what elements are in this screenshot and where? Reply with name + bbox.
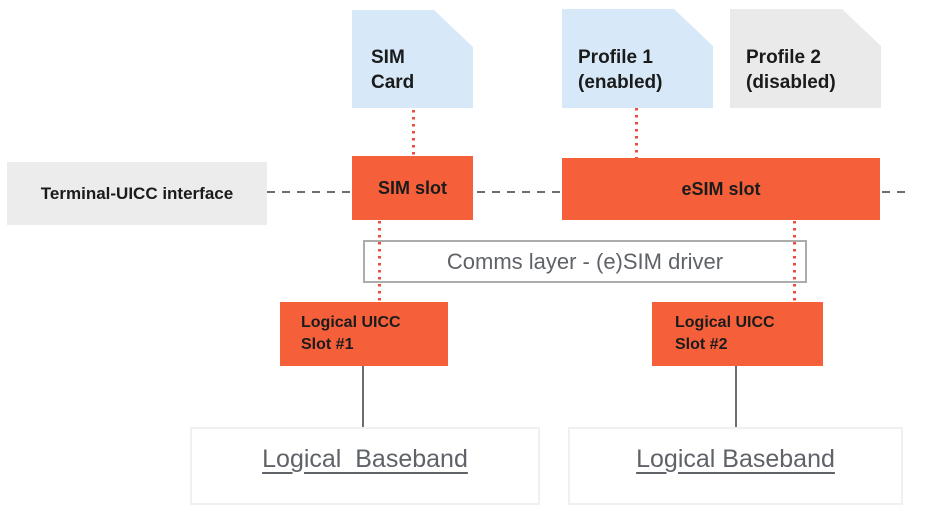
dotted-connector-simcard-to-simslot [412,110,415,156]
terminal-uicc-interface-node: Terminal-UICC interface [7,162,267,225]
sim-card-node: SIM Card [352,10,473,108]
logical-uicc-slot1-node: Logical UICC Slot #1 [280,302,448,366]
logical-baseband2-node: Logical Baseband [568,427,903,505]
connector-uiccslot2-to-baseband2 [735,366,737,427]
dotted-connector-simslot-to-uiccslot1 [378,221,381,302]
profile2-label: Profile 2 (disabled) [746,47,836,93]
logical-baseband1-label: Logical Baseband [262,444,468,473]
connector-uiccslot1-to-baseband1 [362,366,364,427]
comms-layer-node: Comms layer - (e)SIM driver [363,240,807,283]
profile1-node: Profile 1 (enabled) [562,9,713,108]
comms-layer-label: Comms layer - (e)SIM driver [446,248,724,274]
logical-baseband1-node: Logical Baseband [190,427,540,505]
dotted-connector-profile1-to-esimslot [635,108,638,158]
dotted-connector-esimslot-to-uiccslot2 [793,221,796,302]
sim-card-label: SIM Card [371,47,415,93]
sim-slot-label: SIM slot [377,177,447,198]
profile1-label: Profile 1 (enabled) [578,47,663,93]
profile2-node: Profile 2 (disabled) [730,9,881,108]
terminal-uicc-interface-label: Terminal-UICC interface [40,183,234,203]
esim-slot-label: eSIM slot [681,178,761,199]
sim-slot-node: SIM slot [352,156,473,220]
logical-uicc-slot1-label: Logical UICC Slot #1 [301,314,401,353]
logical-baseband2-label: Logical Baseband [636,444,835,473]
logical-uicc-slot2-label: Logical UICC Slot #2 [675,314,775,353]
esim-slot-node: eSIM slot [562,158,880,220]
logical-uicc-slot2-node: Logical UICC Slot #2 [652,302,823,366]
